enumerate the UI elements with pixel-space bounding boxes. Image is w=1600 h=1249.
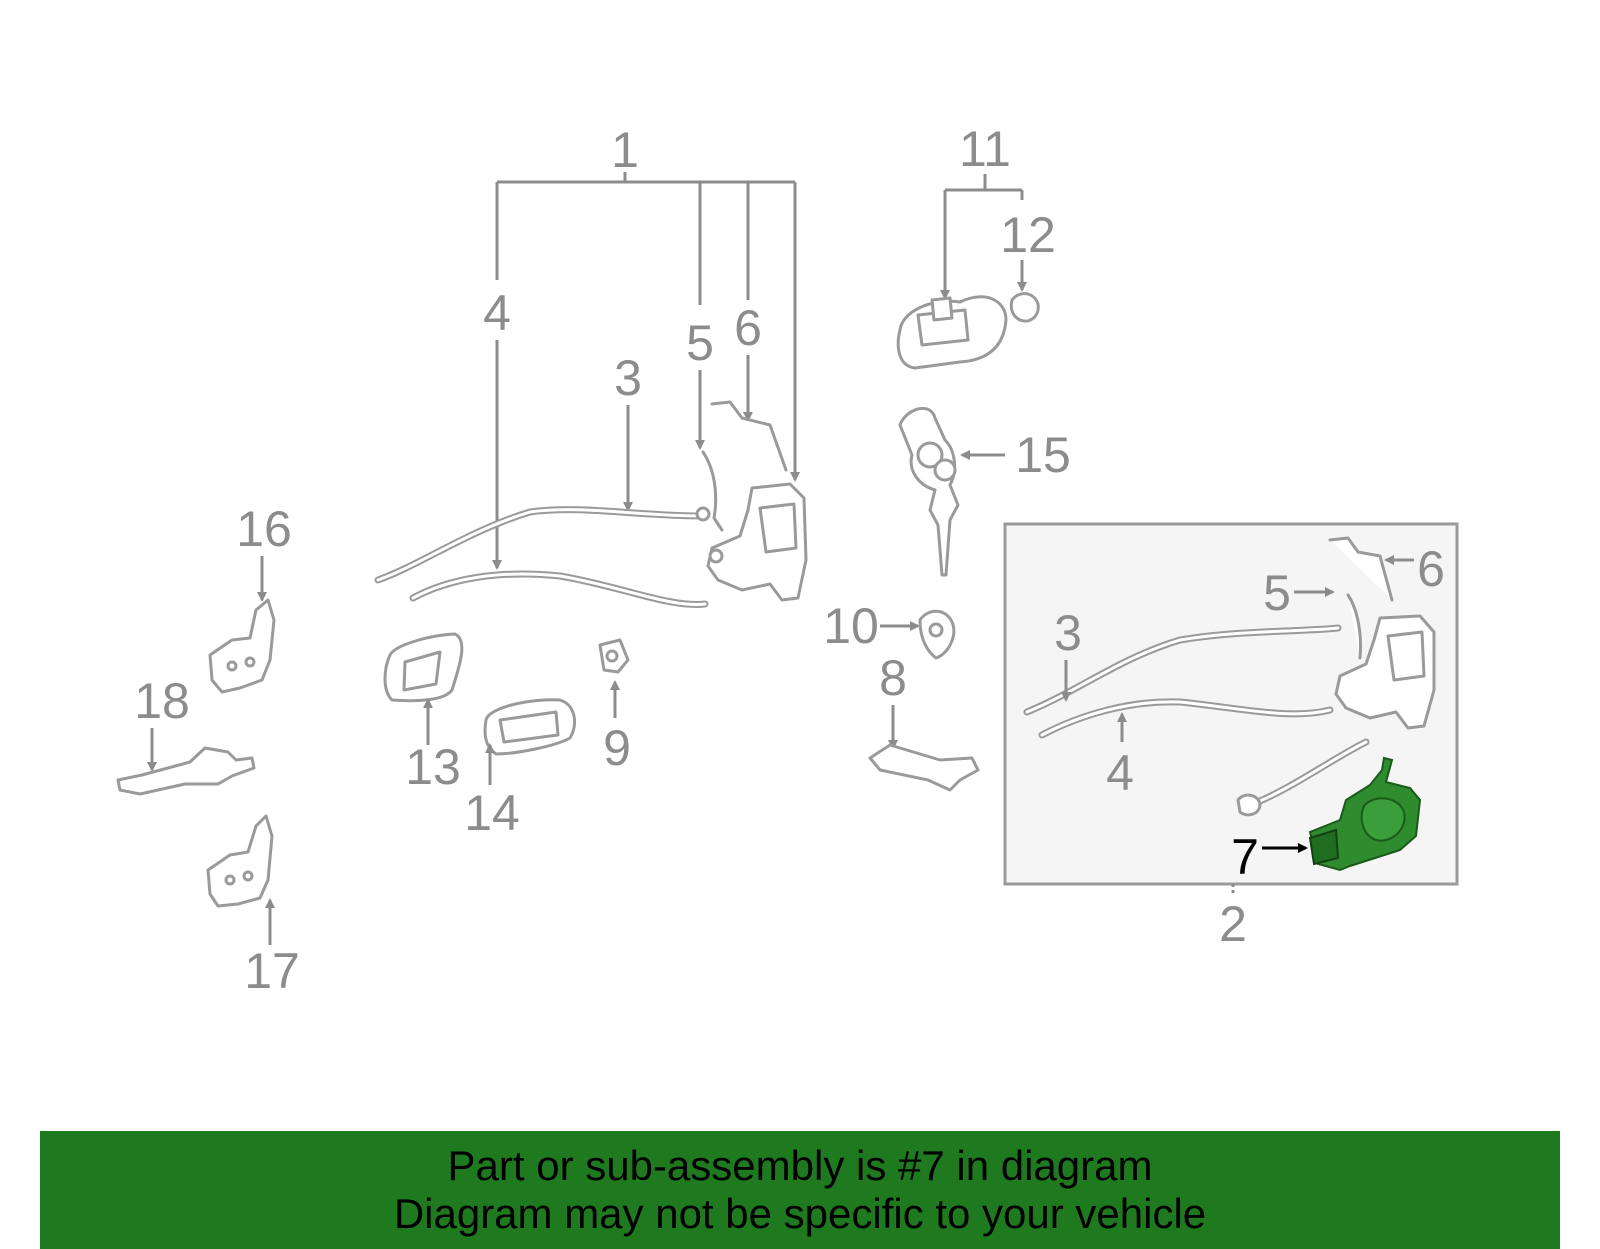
callout-9-label: 9 (603, 720, 631, 776)
handle-cap (1009, 292, 1040, 323)
callout-4-label: 4 (483, 285, 511, 341)
lock-cylinder (898, 406, 960, 577)
callout-15-label: 15 (1015, 427, 1071, 483)
callout-10-label: 10 (823, 598, 879, 654)
hinge-16 (208, 598, 276, 694)
info-banner: Part or sub-assembly is #7 in diagram Di… (40, 1131, 1560, 1249)
banner-line-1: Part or sub-assembly is #7 in diagram (447, 1142, 1153, 1189)
part-9 (598, 638, 630, 674)
callout-8-label: 8 (879, 650, 907, 706)
door-check-18 (116, 746, 256, 796)
callout-2-label: 2 (1219, 896, 1247, 952)
callout-17-label: 17 (244, 943, 300, 999)
inset-callout-6-label: 6 (1417, 541, 1445, 597)
callout-14-label: 14 (464, 785, 520, 841)
callout-3-label: 3 (614, 350, 642, 406)
callout-1-label: 1 (611, 122, 639, 178)
part-8 (868, 743, 980, 792)
inset-box: 2 (1003, 522, 1459, 952)
callout-7-label: 7 (1231, 829, 1259, 885)
door-lock-assembly (374, 400, 808, 608)
banner-line-2: Diagram may not be specific to your vehi… (393, 1190, 1207, 1237)
callout-12-label: 12 (1000, 207, 1056, 263)
outside-handle (896, 295, 1008, 370)
door-lock-actuator-highlight (1308, 756, 1422, 872)
callout-1-group: 1 (495, 122, 800, 482)
bezel-14 (483, 698, 577, 756)
inset-callout-5-label: 5 (1263, 565, 1291, 621)
callout-18-label: 18 (134, 673, 190, 729)
callout-5-label: 5 (686, 315, 714, 371)
callout-6-label: 6 (734, 300, 762, 356)
hinge-17 (206, 814, 274, 908)
inset-callout-3-label: 3 (1054, 605, 1082, 661)
callout-11-label: 11 (959, 121, 1011, 177)
callout-13-label: 13 (405, 739, 461, 795)
part-10 (918, 609, 956, 660)
inside-handle-13 (383, 632, 464, 703)
inset-callout-4-label: 4 (1106, 745, 1134, 801)
callout-16-label: 16 (236, 501, 292, 557)
